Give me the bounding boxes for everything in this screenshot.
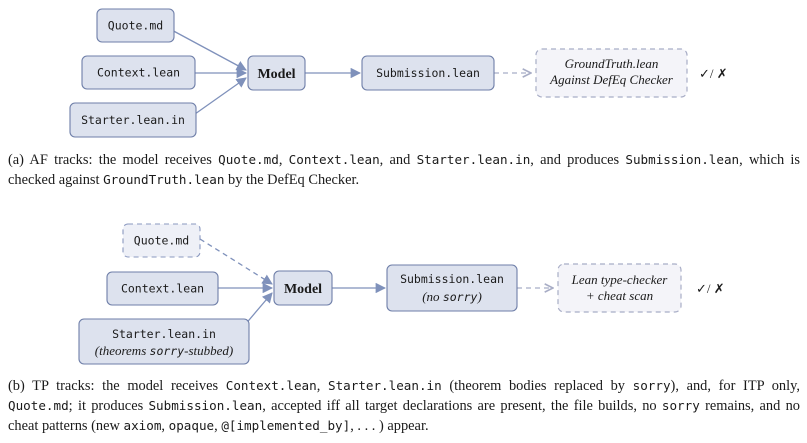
- model-label: Model: [257, 67, 295, 82]
- input-box-context: Context.lean: [106, 271, 219, 306]
- input-label-quote: Quote.md: [134, 234, 189, 248]
- checker-box: Lean type-checker + cheat scan: [557, 263, 682, 313]
- input-box-starter: Starter.lean.in (theorems sorry-stubbed): [78, 318, 250, 365]
- caption-a: (a) AF tracks: the model receives Quote.…: [8, 152, 800, 188]
- input-label-context: Context.lean: [121, 282, 204, 296]
- submission-box: Submission.lean: [361, 55, 495, 91]
- checker-box: GroundTruth.lean Against DefEq Checker: [535, 48, 688, 98]
- verdict-mark: ✓/ ✗: [699, 66, 728, 81]
- model-box: Model: [273, 270, 333, 306]
- checker-label-line1: Lean type-checker: [571, 272, 669, 287]
- input-box-starter: Starter.lean.in: [69, 102, 197, 138]
- input-box-quote: Quote.md: [96, 8, 175, 43]
- input-box-quote: Quote.md: [122, 223, 201, 258]
- submission-label: Submission.lean: [400, 272, 504, 286]
- input-label-starter: Starter.lean.in: [112, 327, 216, 341]
- model-label: Model: [284, 282, 322, 297]
- figure-a: Quote.md Context.lean Starter.lean.in Mo…: [0, 0, 807, 145]
- submission-label: Submission.lean: [376, 66, 480, 80]
- input-label-starter: Starter.lean.in: [81, 113, 185, 127]
- caption-b: (b) TP tracks: the model receives Contex…: [8, 378, 800, 434]
- checker-label-line2: + cheat scan: [586, 288, 653, 303]
- figure-b: Quote.md Context.lean Starter.lean.in (t…: [0, 210, 807, 370]
- input-label-context: Context.lean: [97, 66, 180, 80]
- starter-note: (theorems sorry-stubbed): [95, 343, 234, 358]
- input-label-quote: Quote.md: [108, 19, 163, 33]
- checker-label-line2: Against DefEq Checker: [549, 72, 674, 87]
- verdict-mark: ✓/ ✗: [696, 281, 725, 296]
- model-box: Model: [247, 55, 306, 91]
- submission-note: (no sorry): [422, 289, 482, 304]
- edge-starter-model: [194, 77, 247, 115]
- input-box-context: Context.lean: [81, 55, 196, 90]
- submission-box: Submission.lean (no sorry): [386, 264, 518, 312]
- edge-quote-model: [167, 27, 247, 71]
- checker-label-line1: GroundTruth.lean: [565, 56, 659, 71]
